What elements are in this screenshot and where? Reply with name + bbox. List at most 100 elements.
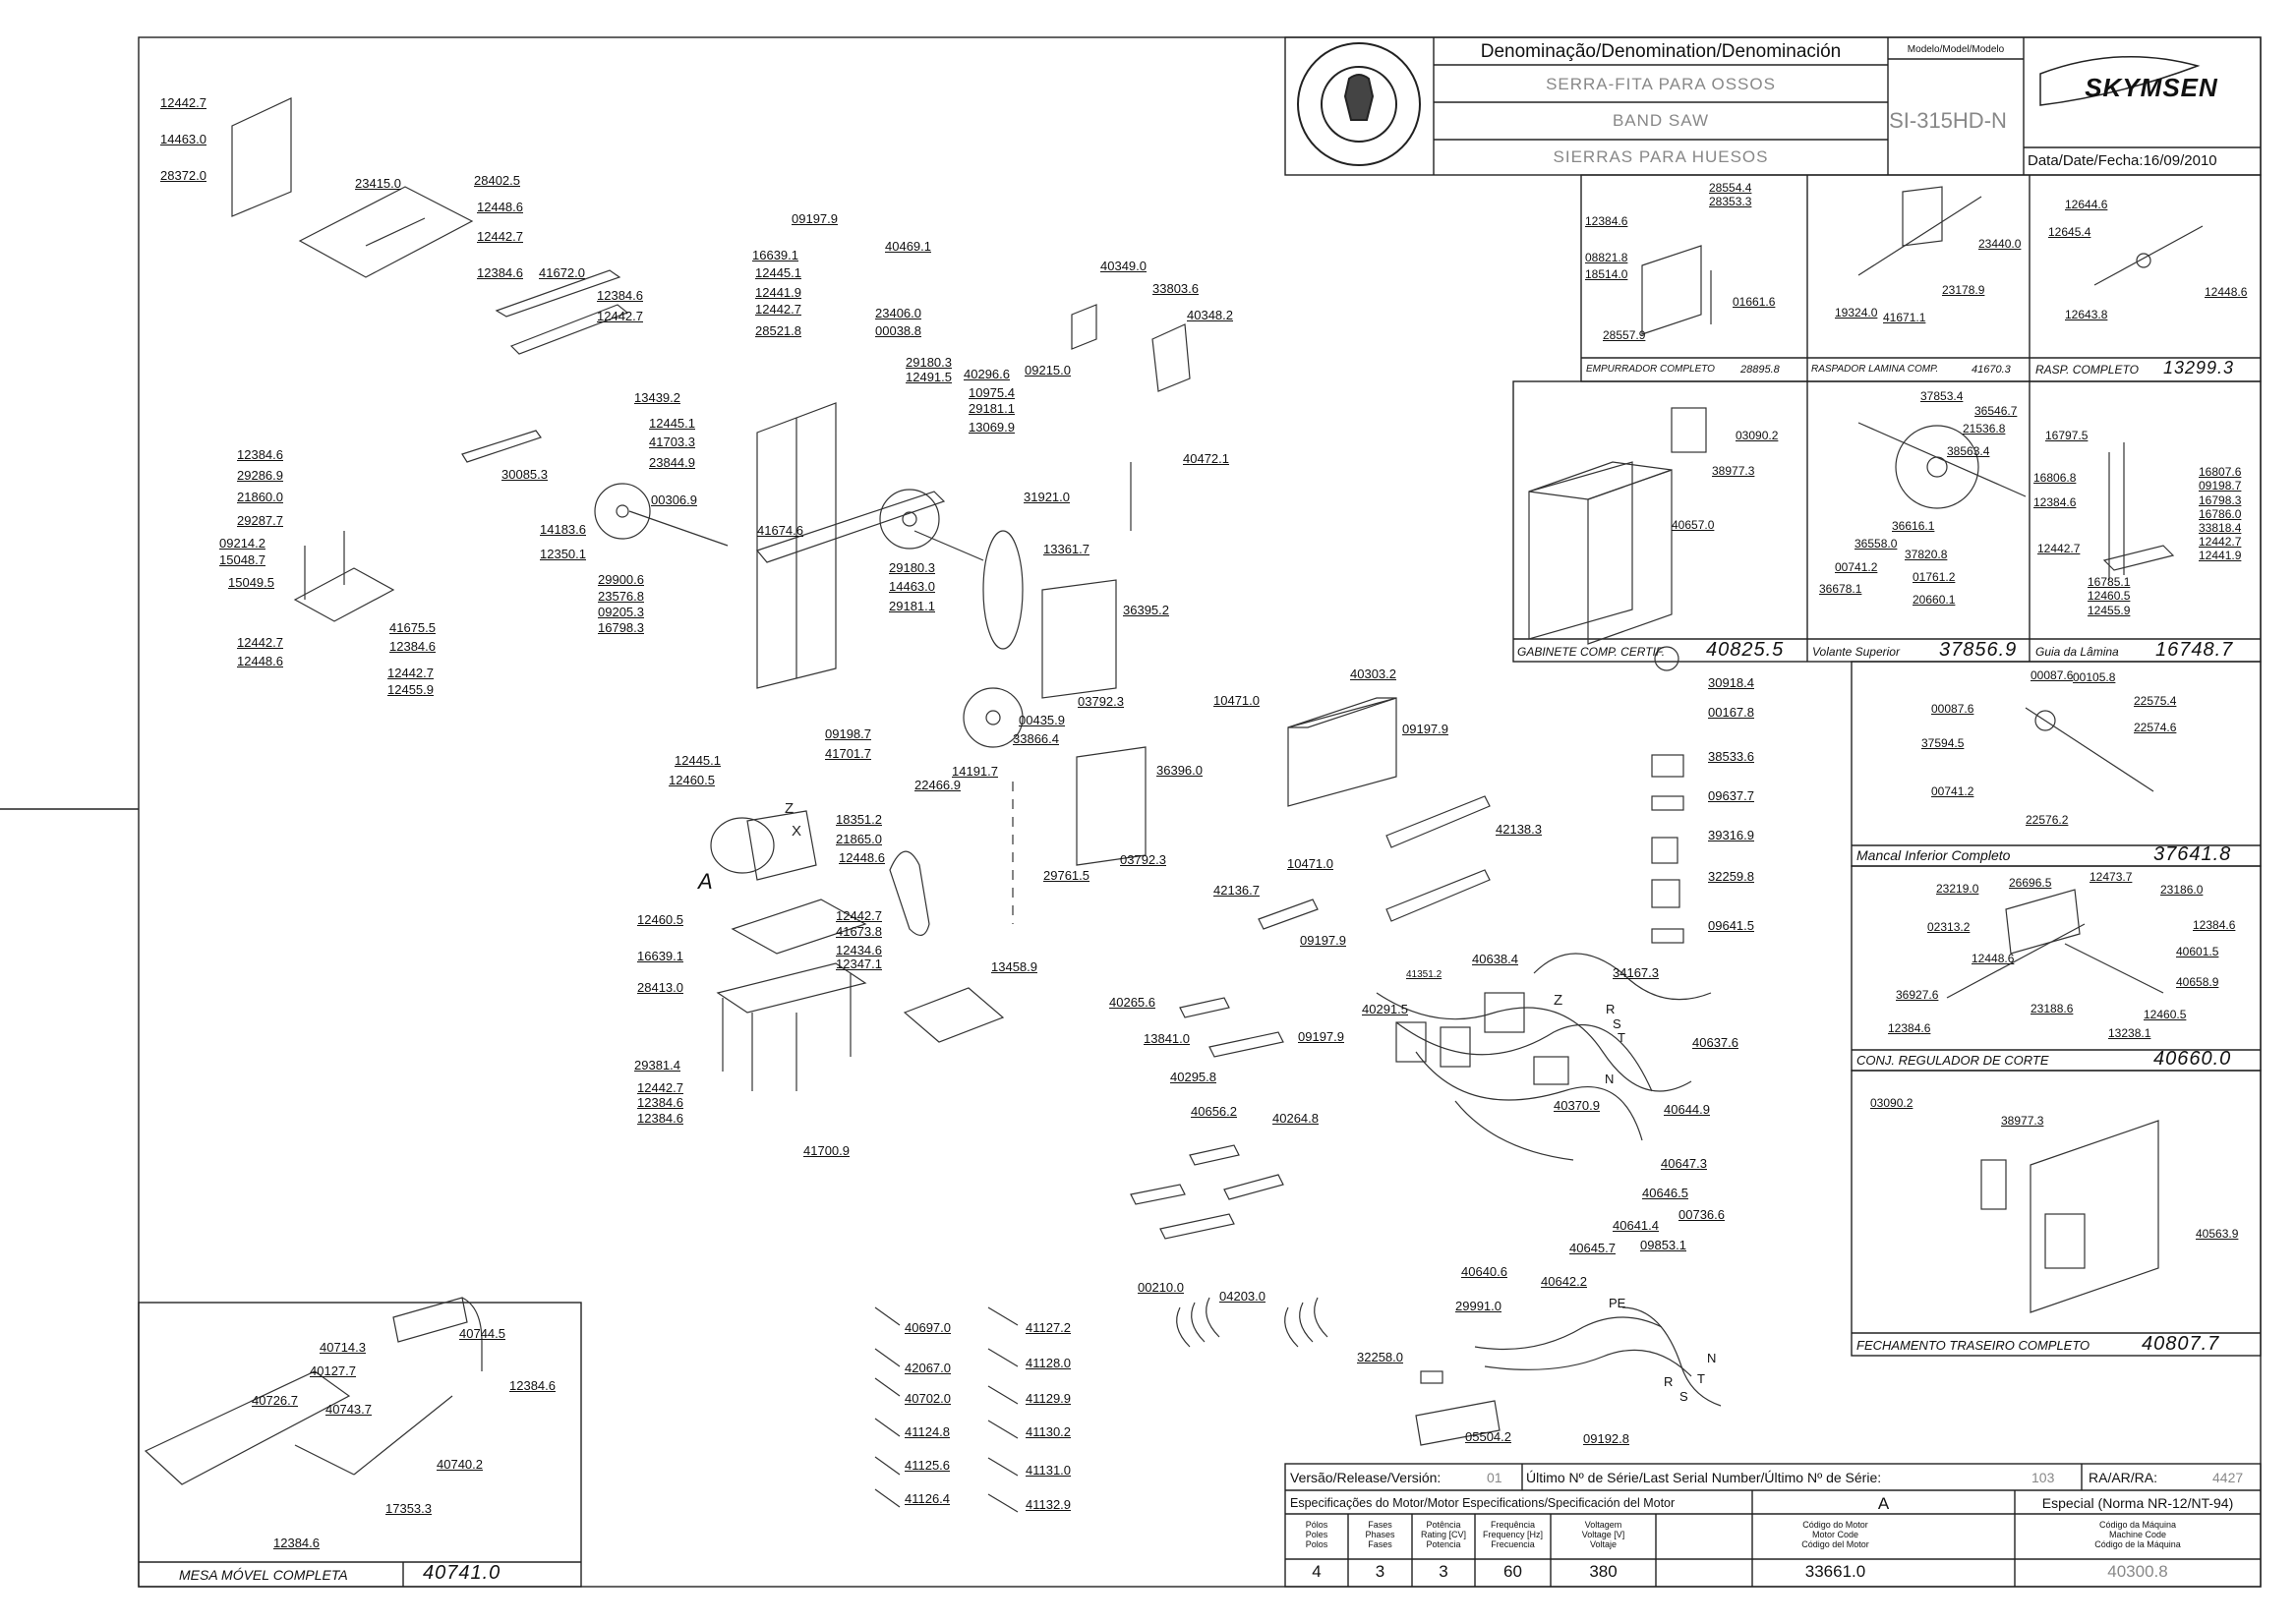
part-label: 12384.6 — [2193, 918, 2236, 932]
part-label: 00741.2 — [1931, 784, 1974, 798]
part-label: 28557.9 — [1603, 328, 1646, 342]
part-label: 40656.2 — [1191, 1104, 1237, 1119]
part-label: 12441.9 — [2199, 549, 2242, 562]
part-label: 12445.1 — [755, 265, 801, 280]
part-label: 38563.4 — [1947, 444, 1990, 458]
col-header-line: Voltagem — [1584, 1520, 1622, 1530]
part-label: 09637.7 — [1708, 788, 1754, 803]
part-label: 12448.6 — [839, 850, 885, 865]
motor-letter: A — [1877, 1494, 1890, 1513]
part-label: 38977.3 — [2001, 1114, 2044, 1128]
part-label: 12460.5 — [669, 773, 715, 787]
brand-logo: SKYMSEN — [2085, 73, 2218, 102]
col-header-line: Código de la Máquina — [2094, 1539, 2181, 1549]
col-header-line: Código del Motor — [1801, 1539, 1869, 1549]
part-label: 21865.0 — [836, 832, 882, 846]
col-header-line: Motor Code — [1811, 1530, 1859, 1539]
part-label: 18351.2 — [836, 812, 882, 827]
part-label: 28353.3 — [1709, 195, 1752, 208]
col-frequency-value: 60 — [1503, 1562, 1522, 1581]
part-label: 36616.1 — [1892, 519, 1935, 533]
part-label: 39316.9 — [1708, 828, 1754, 842]
part-label: 22574.6 — [2134, 721, 2177, 734]
part-label: 36678.1 — [1819, 582, 1862, 596]
part-label: 12384.6 — [597, 288, 643, 303]
part-label: 40743.7 — [325, 1402, 372, 1417]
part-label: 38977.3 — [1712, 464, 1755, 478]
part-label: 33866.4 — [1013, 731, 1059, 746]
code-rasp-completo: 13299.3 — [2163, 358, 2235, 377]
part-label: 09197.9 — [792, 211, 838, 226]
part-label: 09641.5 — [1708, 918, 1754, 933]
part-label: 37820.8 — [1905, 548, 1948, 561]
caption-regulador: CONJ. REGULADOR DE CORTE — [1856, 1053, 2049, 1068]
part-label: 12384.6 — [273, 1536, 320, 1550]
part-label: 30918.4 — [1708, 675, 1754, 690]
part-label: 16639.1 — [637, 949, 683, 963]
code-regulador: 40660.0 — [2153, 1048, 2232, 1070]
part-label: 21536.8 — [1963, 422, 2006, 435]
part-label: 41126.4 — [905, 1491, 951, 1506]
part-label: 41124.8 — [905, 1424, 951, 1439]
motor-spec-label: Especificações do Motor/Motor Especifica… — [1290, 1496, 1676, 1510]
part-label: 03090.2 — [1736, 429, 1779, 442]
part-label: 40563.9 — [2196, 1227, 2239, 1241]
part-label: 00167.8 — [1708, 705, 1754, 720]
part-label: 36558.0 — [1854, 537, 1898, 551]
col-header-line: Código da Máquina — [2098, 1520, 2177, 1530]
part-label: 13361.7 — [1043, 542, 1089, 556]
part-label: 12442.7 — [836, 908, 882, 923]
part-label: 36396.0 — [1156, 763, 1203, 778]
mark-n2: N — [1707, 1351, 1717, 1365]
part-label: 40697.0 — [905, 1320, 951, 1335]
part-label: 18514.0 — [1585, 267, 1628, 281]
axis-z2: Z — [1554, 992, 1562, 1009]
date-label: Data/Date/Fecha: — [2028, 152, 2144, 169]
part-label: 09198.7 — [2199, 479, 2242, 493]
part-label: 16785.1 — [2088, 575, 2131, 589]
part-label: 12384.6 — [389, 639, 436, 654]
part-label: 12347.1 — [836, 957, 882, 971]
part-label: 40303.2 — [1350, 667, 1396, 681]
part-label: 16806.8 — [2033, 471, 2077, 485]
part-label: 29180.3 — [906, 355, 952, 370]
part-label: 09197.9 — [1402, 722, 1448, 736]
part-label: 42067.0 — [905, 1361, 951, 1375]
part-label: 09853.1 — [1640, 1238, 1686, 1252]
code-guia: 16748.7 — [2155, 639, 2234, 661]
model-label: Modelo/Model/Modelo — [1907, 44, 2005, 55]
part-label: 40127.7 — [310, 1363, 356, 1378]
product-name-es: SIERRAS PARA HUESOS — [1553, 147, 1769, 166]
part-label: 16639.1 — [752, 248, 798, 262]
part-label: 12442.7 — [237, 635, 283, 650]
part-label: 40657.0 — [1672, 518, 1715, 532]
part-label: 33803.6 — [1152, 281, 1199, 296]
part-label: 01761.2 — [1913, 570, 1956, 584]
version-value: 01 — [1487, 1470, 1502, 1485]
part-label: 12442.7 — [755, 302, 801, 317]
version-label: Versão/Release/Versión: — [1290, 1470, 1442, 1485]
part-label: 21860.0 — [237, 490, 283, 504]
part-label: 12455.9 — [387, 682, 434, 697]
col-header-line: Machine Code — [2108, 1530, 2167, 1539]
part-label: 41674.6 — [757, 523, 803, 538]
part-label: 41351.2 — [1406, 969, 1442, 980]
serial-value: 103 — [2031, 1470, 2055, 1485]
part-label: 20660.1 — [1913, 593, 1956, 607]
mark-pe: PE — [1609, 1296, 1626, 1310]
part-label: 12442.7 — [597, 309, 643, 323]
part-label: 29181.1 — [889, 599, 935, 613]
part-label: 16798.3 — [598, 620, 644, 635]
part-label: 29761.5 — [1043, 868, 1089, 883]
part-label: 12384.6 — [1585, 214, 1628, 228]
part-label: 28521.8 — [755, 323, 801, 338]
part-label: 40644.9 — [1664, 1102, 1710, 1117]
part-label: 29287.7 — [237, 513, 283, 528]
code-gabinete: 40825.5 — [1706, 639, 1785, 661]
part-label: 12448.6 — [1972, 952, 2015, 965]
date-value: 16/09/2010 — [2143, 152, 2217, 169]
